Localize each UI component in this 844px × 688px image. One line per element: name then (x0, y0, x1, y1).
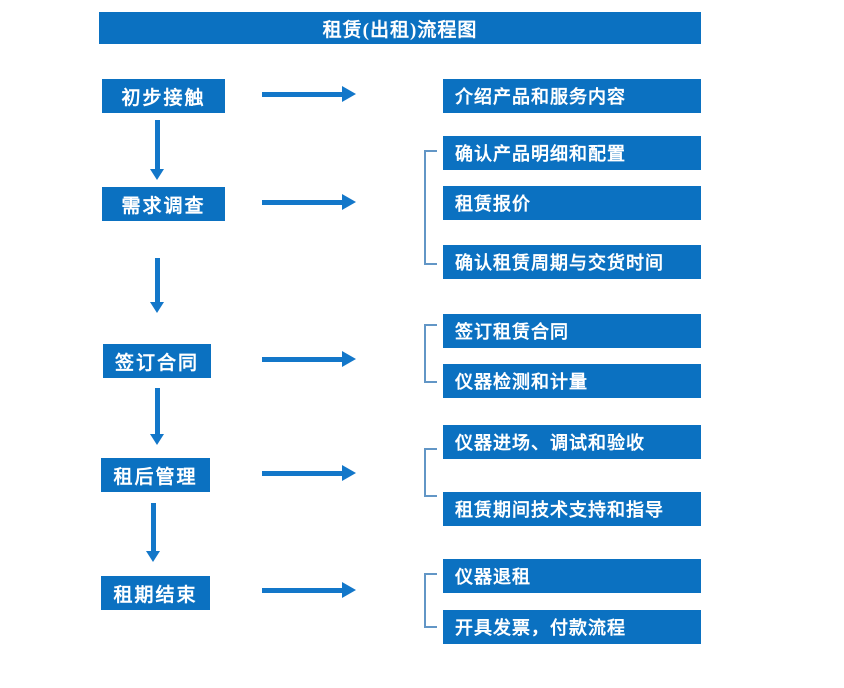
step-box-sign-contract: 签订合同 (103, 344, 211, 378)
detail-box-introduce-products: 介绍产品和服务内容 (443, 79, 701, 113)
detail-box-rental-quote: 租赁报价 (443, 186, 701, 220)
detail-box-sign-lease-contract: 签订租赁合同 (443, 314, 701, 348)
detail-box-instrument-testing: 仪器检测和计量 (443, 364, 701, 398)
group-bracket-lease-end (424, 573, 437, 628)
group-bracket-sign-contract (424, 324, 437, 383)
right-arrow-icon (262, 194, 356, 210)
group-bracket-post-rental-mgmt (424, 448, 437, 497)
step-box-post-rental-mgmt: 租后管理 (101, 458, 210, 492)
detail-box-instrument-return: 仪器退租 (443, 559, 701, 593)
down-arrow-icon (150, 388, 164, 445)
down-arrow-icon (146, 503, 160, 562)
down-arrow-icon (150, 120, 164, 180)
step-box-lease-end: 租期结束 (101, 576, 210, 610)
right-arrow-icon (262, 465, 356, 481)
down-arrow-icon (150, 258, 164, 313)
detail-box-invoice-payment: 开具发票，付款流程 (443, 610, 701, 644)
step-box-demand-survey: 需求调查 (102, 187, 225, 221)
right-arrow-icon (262, 86, 356, 102)
group-bracket-demand-survey (424, 150, 437, 265)
step-box-initial-contact: 初步接触 (102, 79, 225, 113)
right-arrow-icon (262, 351, 356, 367)
detail-box-tech-support: 租赁期间技术支持和指导 (443, 492, 701, 526)
detail-box-confirm-lease-period: 确认租赁周期与交货时间 (443, 245, 701, 279)
flowchart-title: 租赁(出租)流程图 (99, 12, 701, 44)
detail-box-instrument-acceptance: 仪器进场、调试和验收 (443, 425, 701, 459)
right-arrow-icon (262, 582, 356, 598)
detail-box-confirm-product-spec: 确认产品明细和配置 (443, 136, 701, 170)
